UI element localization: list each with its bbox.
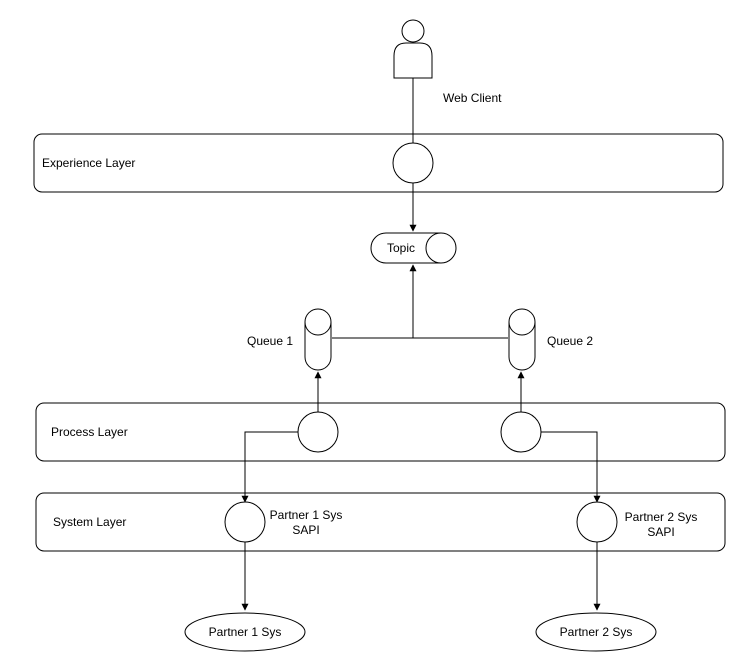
process-layer-label: Process Layer [51,425,128,439]
topic-label: Topic [386,241,415,255]
web-client-label: Web Client [443,91,502,105]
queue-2-cylinder [508,308,536,371]
experience-layer-box [33,133,724,193]
partner-2-system-label: Partner 2 Sys [559,625,633,639]
partner-1-sapi-node [224,501,266,543]
partner-2-system-ellipse [535,612,657,652]
queue-2-label: Queue 2 [547,334,594,348]
partner-2-sapi-label-line2: SAPI [647,525,675,539]
system-layer-label: System Layer [53,515,127,529]
queue-1-label: Queue 1 [247,334,294,348]
process-layer-box [35,402,726,462]
system-layer-box [35,492,726,552]
process-api-node-1 [297,411,339,453]
web-client-actor-icon [393,19,433,79]
partner-1-system-ellipse [184,612,306,652]
experience-layer-label: Experience Layer [42,156,136,170]
process-api-node-2 [500,411,542,453]
partner-1-sapi-label-line2: SAPI [292,523,320,537]
experience-api-node [392,142,434,184]
partner-2-sapi-label-line1: Partner 2 Sys [624,510,698,524]
partner-1-system-label: Partner 1 Sys [208,625,282,639]
topic-cylinder [370,232,457,264]
queue-1-cylinder [304,308,332,371]
partner-2-sapi-node [576,501,618,543]
process2-to-sapi2-arrow [541,431,601,503]
partner-1-sapi-label-line1: Partner 1 Sys [269,508,343,522]
process1-to-sapi1-arrow [241,431,298,503]
